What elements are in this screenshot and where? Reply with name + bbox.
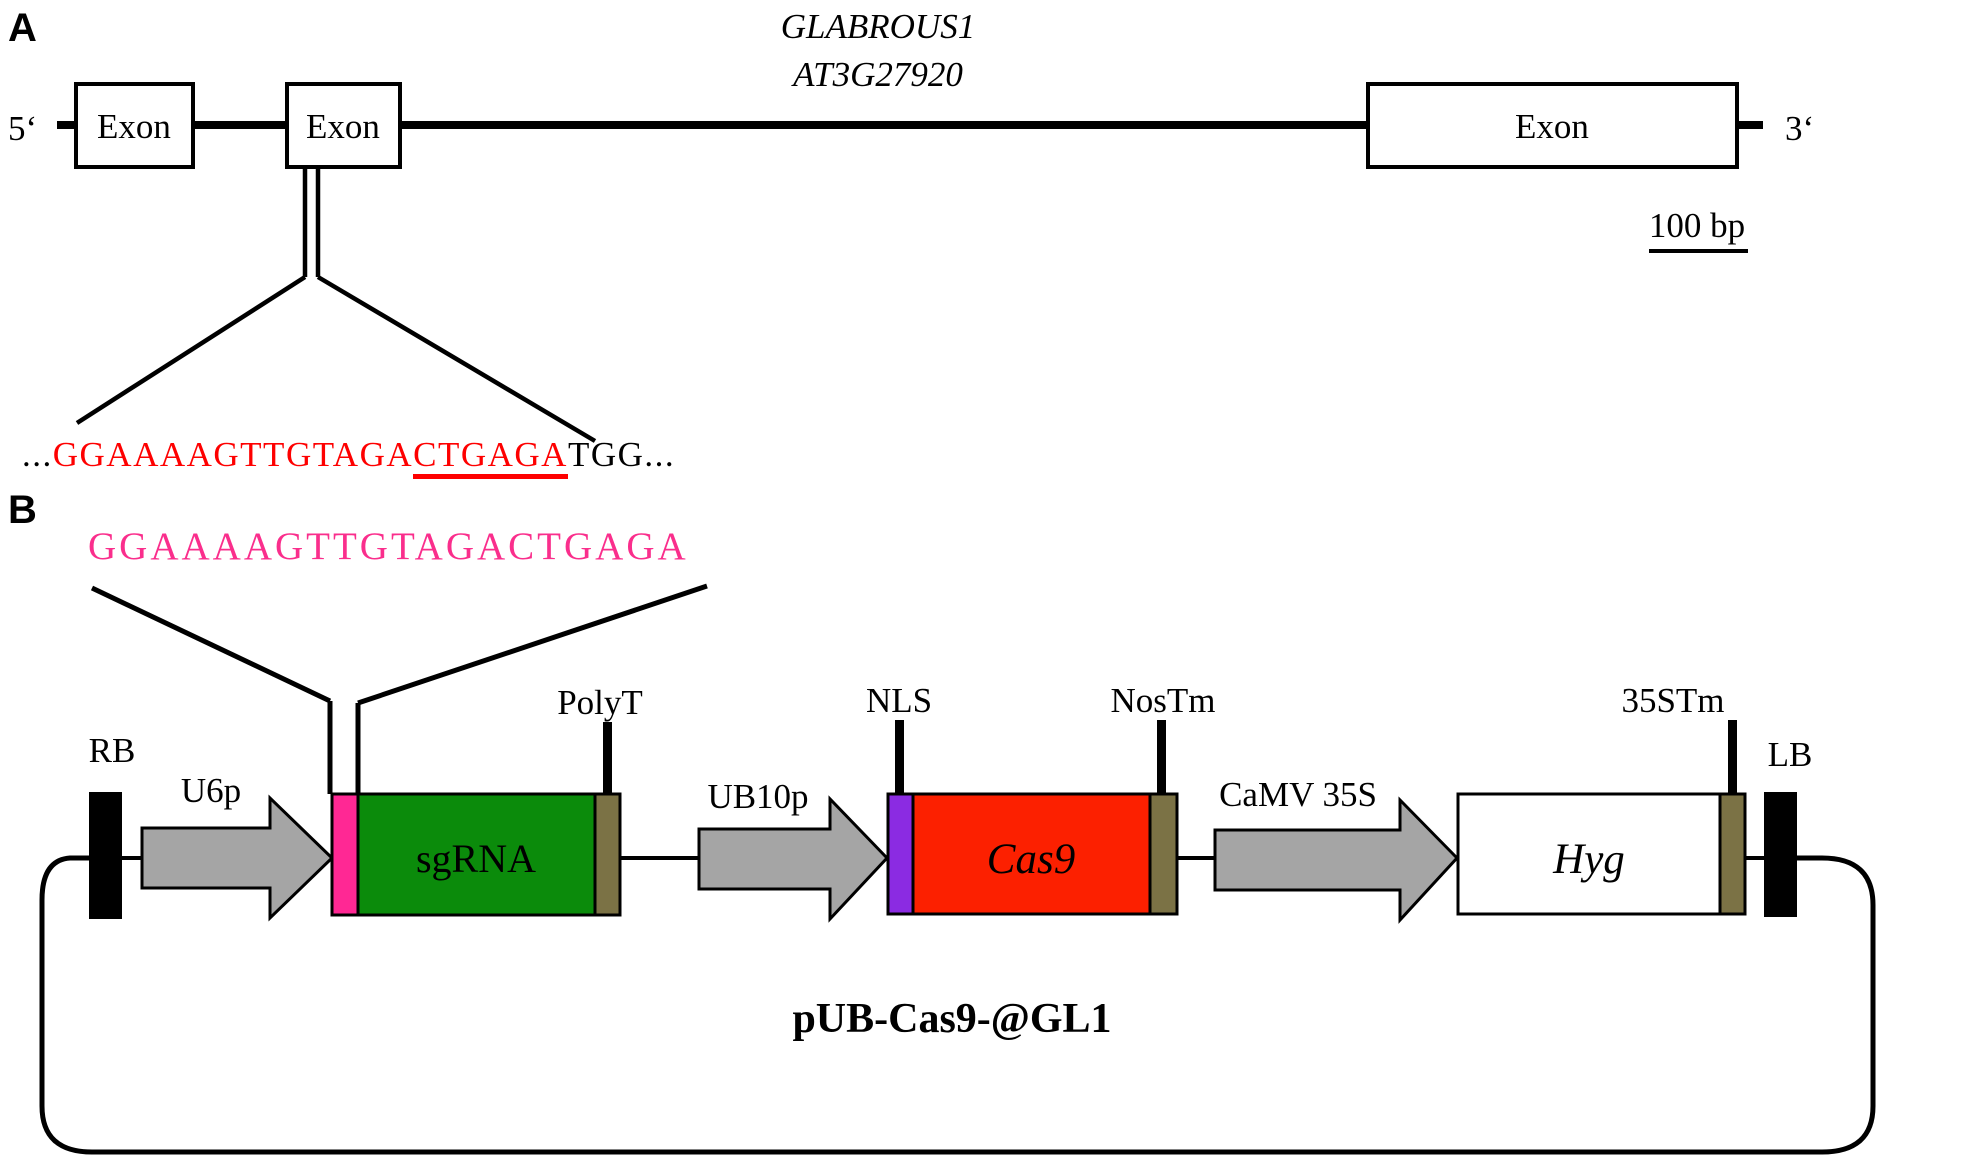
plasmid-name: pUB-Cas9-@GL1 [792, 996, 1111, 1042]
rb-label: RB [89, 731, 136, 770]
camv-35s-promoter-arrow [1213, 796, 1460, 924]
exon2-zoom-funnel [75, 167, 597, 443]
restriction-site-underlined: CTGAGA [413, 437, 568, 479]
target-site-box [330, 792, 360, 917]
exon1-label: Exon [97, 107, 171, 146]
protospacer-red-part: GGAAAAGTTGTAGA [52, 435, 414, 474]
35stm-tick [1728, 720, 1737, 796]
scale-bar-label: 100 bp [1649, 206, 1745, 245]
protospacer-zoom-funnel [90, 583, 708, 794]
u6p-label: U6p [181, 771, 241, 810]
gene-name: GLABROUS1 [781, 7, 975, 46]
three-prime-label: 3‘ [1785, 109, 1814, 148]
exon3-label: Exon [1515, 107, 1589, 146]
sequence-prefix-ellipsis: ... [22, 435, 53, 474]
nls-box [886, 792, 915, 916]
gene-locus-id: AT3G27920 [791, 55, 963, 94]
panel-a-label: A [8, 6, 37, 50]
sgrna-box-label: sgRNA [416, 836, 536, 881]
sgrna-box [356, 792, 597, 917]
right-border-bar [89, 792, 122, 919]
exon3-box [1366, 82, 1739, 169]
pam-suffix: TGG... [567, 435, 676, 474]
ub10p-label: UB10p [707, 777, 808, 816]
cas9-box-label: Cas9 [987, 836, 1075, 883]
exon2-box [285, 82, 402, 169]
nostm-terminator-box [1148, 792, 1179, 916]
polyt-tick [603, 722, 612, 796]
left-border-bar [1764, 792, 1797, 917]
cas9-box [911, 792, 1152, 916]
polyt-label: PolyT [557, 683, 643, 722]
camv-35s-label: CaMV 35S [1219, 775, 1377, 814]
sgrna-protospacer-sequence: GGAAAAGTTGTAGACTGAGA [88, 525, 689, 568]
plasmid-backbone [39, 855, 1876, 1155]
lb-label: LB [1768, 735, 1813, 774]
genomic-target-sequence: ...GGAAAAGTTGTAGACTGAGATGG... [22, 437, 675, 479]
ub10-promoter-arrow [697, 795, 890, 923]
exon1-box [74, 82, 195, 169]
hyg-box [1456, 792, 1722, 916]
nostm-label: NosTm [1111, 681, 1216, 720]
polyt-terminator-box [593, 792, 622, 917]
five-prime-label: 5‘ [8, 109, 37, 148]
nls-tick [895, 720, 904, 796]
35stm-label: 35STm [1621, 681, 1724, 720]
nls-label: NLS [866, 681, 932, 720]
panel-b-label: B [8, 488, 37, 532]
nostm-tick [1157, 720, 1166, 796]
exon2-label: Exon [306, 107, 380, 146]
35stm-terminator-box [1718, 792, 1747, 916]
u6-promoter-arrow [140, 794, 335, 922]
hyg-box-label: Hyg [1552, 836, 1625, 883]
